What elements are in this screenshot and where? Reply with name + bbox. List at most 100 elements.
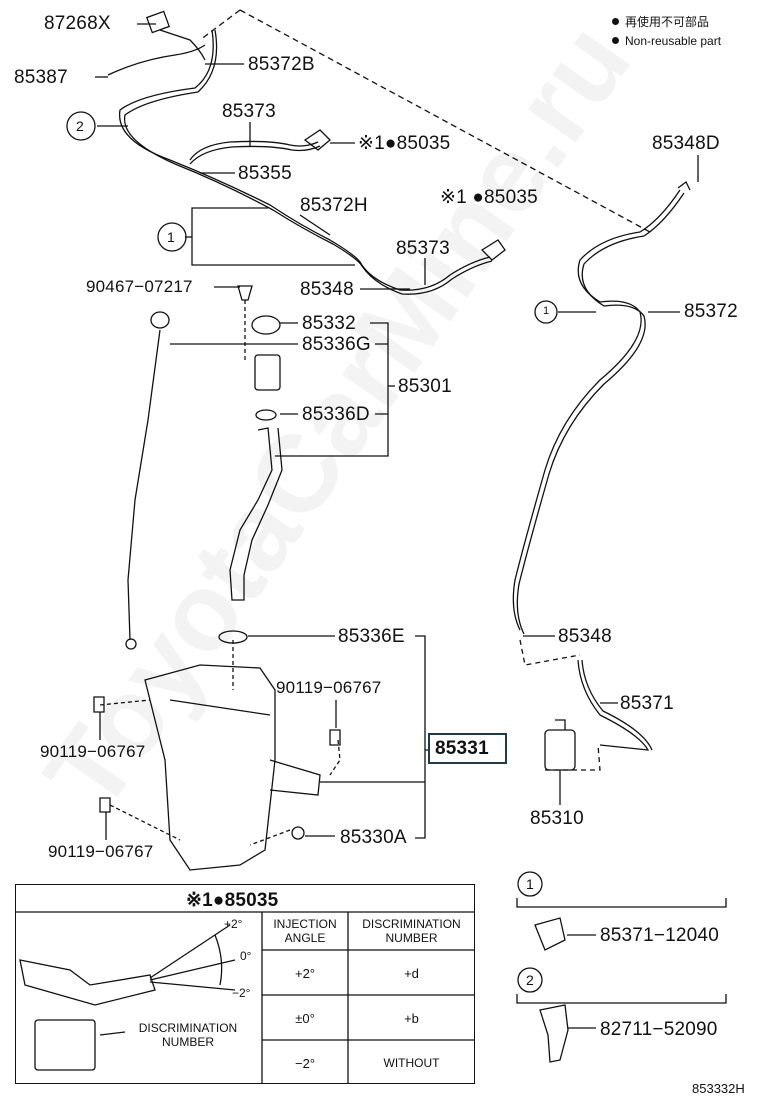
- tank-seam: [169, 699, 271, 716]
- detail-table-title: ※1●85035: [186, 890, 279, 911]
- hose-85372-b: [516, 192, 685, 635]
- callout-circle-1: [157, 222, 187, 252]
- label-85372[interactable]: 85372: [684, 301, 738, 322]
- label-85336g[interactable]: 85336G: [302, 334, 371, 355]
- hose-85372b: [159, 29, 206, 61]
- label-85355[interactable]: 85355: [238, 163, 292, 184]
- nozzle-85035-a: [303, 129, 331, 151]
- bracket-85387: [107, 44, 206, 76]
- reservoir-85331: [144, 664, 276, 871]
- dashed-outline-top: [239, 9, 651, 233]
- gauge-rod: [127, 329, 161, 641]
- label-85372h[interactable]: 85372H: [300, 195, 368, 216]
- label-85373-a[interactable]: 85373: [222, 101, 276, 122]
- label-90119-06767-c[interactable]: 90119−06767: [48, 842, 154, 861]
- label-85035-b[interactable]: ※1 ●85035: [440, 187, 538, 208]
- cell-angle-1: +2°: [294, 966, 316, 981]
- dashed-pump: [545, 744, 601, 771]
- dashed-outline-left: [199, 9, 241, 41]
- inset-bracket-1: [516, 898, 727, 908]
- seal-85336d: [255, 409, 277, 421]
- header-discrimination-number: DISCRIMINATION NUMBER: [362, 917, 461, 945]
- clip-90467: [237, 285, 253, 301]
- cell-disc-3: WITHOUT: [383, 1056, 440, 1070]
- bullet-icon: [612, 18, 619, 25]
- bolt-c: [99, 797, 111, 813]
- dashed-grommet: [249, 829, 291, 846]
- angle-label-zero: 0°: [240, 949, 252, 963]
- inset-part-85371-12040[interactable]: 85371−12040: [600, 925, 719, 946]
- angle-label-minus: −2°: [232, 986, 251, 1000]
- leader-callout1: [191, 207, 355, 266]
- label-85387[interactable]: 85387: [14, 67, 68, 88]
- inset-part-82711-52090[interactable]: 82711−52090: [600, 1019, 718, 1040]
- label-85330a[interactable]: 85330A: [340, 827, 407, 848]
- cell-disc-2: +b: [404, 1011, 419, 1026]
- leader-disc: [99, 1031, 126, 1036]
- inset-bracket-2: [516, 994, 727, 1004]
- inset-number-1: 1: [526, 876, 534, 892]
- callout-number-2: 2: [76, 118, 84, 134]
- label-85371[interactable]: 85371: [620, 693, 674, 714]
- inset-number-2: 2: [526, 972, 534, 988]
- disc-number-label: DISCRIMINATION NUMBER: [138, 1021, 238, 1049]
- callout-circle-2: [66, 111, 96, 141]
- label-85373-b[interactable]: 85373: [396, 238, 450, 259]
- gauge-cap: [150, 311, 170, 329]
- detail-connector: [34, 1019, 96, 1071]
- hose-85373a-b: [189, 145, 321, 165]
- label-85348d[interactable]: 85348D: [652, 133, 720, 154]
- label-85336e[interactable]: 85336E: [338, 626, 405, 647]
- leader-85372h: [299, 214, 331, 236]
- label-90467-07217[interactable]: 90467−07217: [86, 277, 193, 296]
- label-85310[interactable]: 85310: [530, 808, 584, 829]
- filler-pipe: [229, 427, 283, 601]
- bullet-icon: [612, 37, 619, 44]
- callout-number-1: 1: [167, 229, 175, 245]
- clip-85371-12040: [534, 917, 566, 951]
- label-90119-06767-b[interactable]: 90119−06767: [276, 678, 382, 697]
- label-87268x[interactable]: 87268X: [44, 13, 111, 34]
- label-85332[interactable]: 85332: [302, 313, 356, 334]
- detail-nozzle: [19, 959, 156, 1006]
- angle-line-zero: [149, 959, 236, 981]
- label-85372b[interactable]: 85372B: [248, 54, 315, 75]
- clip-82711-52090: [539, 1004, 569, 1063]
- gauge-tip: [125, 638, 137, 650]
- grommet-87268x: [145, 10, 171, 34]
- cell-angle-3: −2°: [294, 1056, 316, 1071]
- angle-line-plus: [149, 924, 231, 979]
- bolt-b: [329, 729, 341, 746]
- cell-angle-2: ±0°: [295, 1011, 315, 1026]
- inset-circle-1: [517, 871, 543, 897]
- pump-85310: [544, 729, 576, 771]
- joint-85348d: [677, 181, 691, 191]
- label-85336d[interactable]: 85336D: [302, 404, 370, 425]
- callout-number-1b: 1: [543, 305, 550, 317]
- cell-disc-1: +d: [404, 966, 419, 981]
- hose-85372: [512, 189, 681, 631]
- legend-japanese: 再使用不可部品: [612, 16, 709, 28]
- dashed-bolt-c: [109, 804, 181, 841]
- nozzle-85035-b: [480, 239, 506, 261]
- dashed-bolt-a: [99, 699, 151, 706]
- tank-bracket: [269, 759, 321, 796]
- label-85348-a[interactable]: 85348: [300, 279, 354, 300]
- label-85301[interactable]: 85301: [398, 376, 452, 397]
- inset-circle-2: [517, 967, 543, 993]
- callout-circle-1b: [534, 300, 558, 324]
- legend-english: Non-reusable part: [612, 35, 721, 47]
- angle-line-minus: [149, 981, 236, 991]
- label-90119-06767-a[interactable]: 90119−06767: [40, 742, 146, 761]
- angle-arc: [214, 934, 223, 986]
- cap-85332: [251, 315, 281, 335]
- pump-nozzle: [555, 719, 566, 730]
- label-85331[interactable]: 85331: [435, 738, 489, 759]
- hose-85372h: [118, 29, 491, 291]
- label-85035-a[interactable]: ※1●85035: [358, 133, 451, 154]
- hose-85372h-b: [123, 29, 493, 295]
- label-85348-b[interactable]: 85348: [558, 626, 612, 647]
- header-injection-angle: INJECTION ANGLE: [273, 917, 337, 945]
